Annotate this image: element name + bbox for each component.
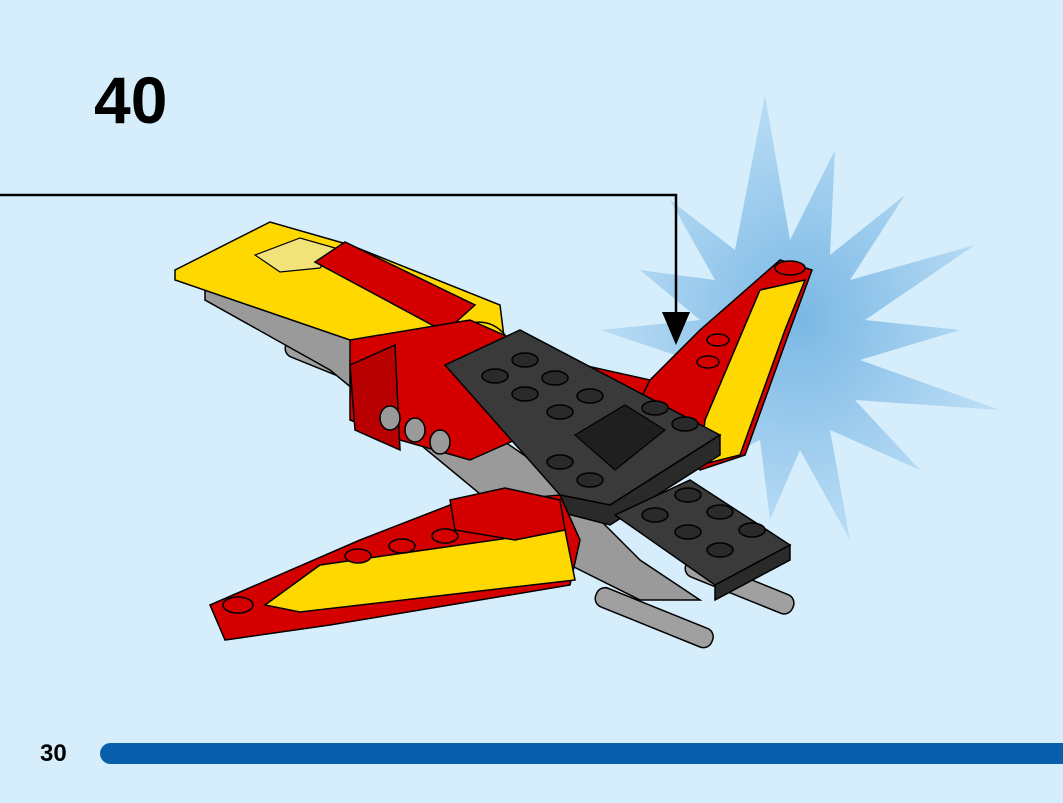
highlight-burst	[600, 95, 1000, 540]
left-wing-studs	[222, 528, 459, 614]
pointer-line	[0, 193, 678, 330]
arrow-head	[662, 312, 690, 345]
left-wing-block	[449, 487, 566, 541]
nose-red-top	[313, 241, 477, 333]
top-plate-studs	[481, 352, 699, 488]
engine-cylinders	[379, 405, 451, 455]
rear-plate-studs	[641, 487, 766, 558]
slope-tile	[573, 404, 667, 471]
progress-bar	[100, 743, 1063, 764]
page-number: 30	[40, 740, 67, 767]
step-number: 40	[94, 63, 168, 137]
left-wing-stripe	[263, 529, 576, 613]
rear-plate-edge	[714, 543, 791, 602]
